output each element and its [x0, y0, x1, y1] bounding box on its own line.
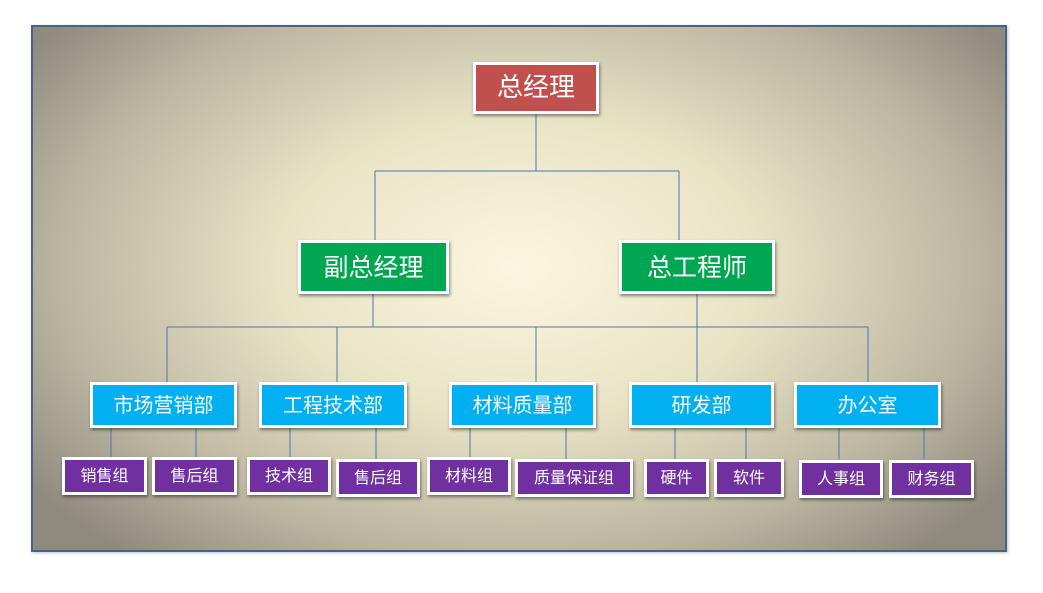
node-group: 质量保证组	[515, 459, 633, 497]
node-label: 质量保证组	[533, 468, 614, 487]
node-deputy-general-manager: 副总经理	[298, 240, 449, 294]
node-label: 售后组	[170, 466, 219, 485]
node-group: 硬件	[644, 459, 709, 497]
node-group: 财务组	[889, 460, 974, 498]
node-department: 办公室	[794, 382, 941, 428]
node-label: 研发部	[671, 393, 732, 417]
node-group: 软件	[714, 459, 784, 497]
node-label: 总工程师	[646, 252, 747, 282]
node-label: 硬件	[660, 468, 693, 487]
node-label: 材料质量部	[472, 393, 573, 417]
node-department: 研发部	[629, 382, 774, 428]
node-group: 售后组	[152, 457, 237, 495]
node-label: 副总经理	[323, 252, 424, 282]
node-label: 财务组	[907, 469, 956, 488]
node-label: 办公室	[837, 393, 898, 417]
node-label: 售后组	[353, 468, 402, 487]
node-chief-engineer: 总工程师	[619, 240, 775, 294]
node-department: 材料质量部	[449, 382, 596, 428]
node-label: 工程技术部	[283, 393, 383, 417]
node-label: 销售组	[80, 466, 129, 485]
node-group: 材料组	[427, 457, 511, 495]
node-label: 市场营销部	[113, 393, 214, 417]
node-label: 技术组	[264, 466, 313, 485]
node-label: 总经理	[496, 73, 575, 103]
node-department: 工程技术部	[259, 382, 407, 428]
node-label: 材料组	[444, 466, 493, 485]
node-group: 技术组	[247, 457, 331, 495]
node-group: 人事组	[799, 460, 883, 498]
node-department: 市场营销部	[90, 382, 237, 428]
node-group: 销售组	[62, 457, 147, 495]
node-label: 软件	[732, 468, 765, 487]
node-general-manager: 总经理	[473, 62, 599, 114]
node-label: 人事组	[816, 469, 865, 488]
node-group: 售后组	[336, 459, 420, 497]
